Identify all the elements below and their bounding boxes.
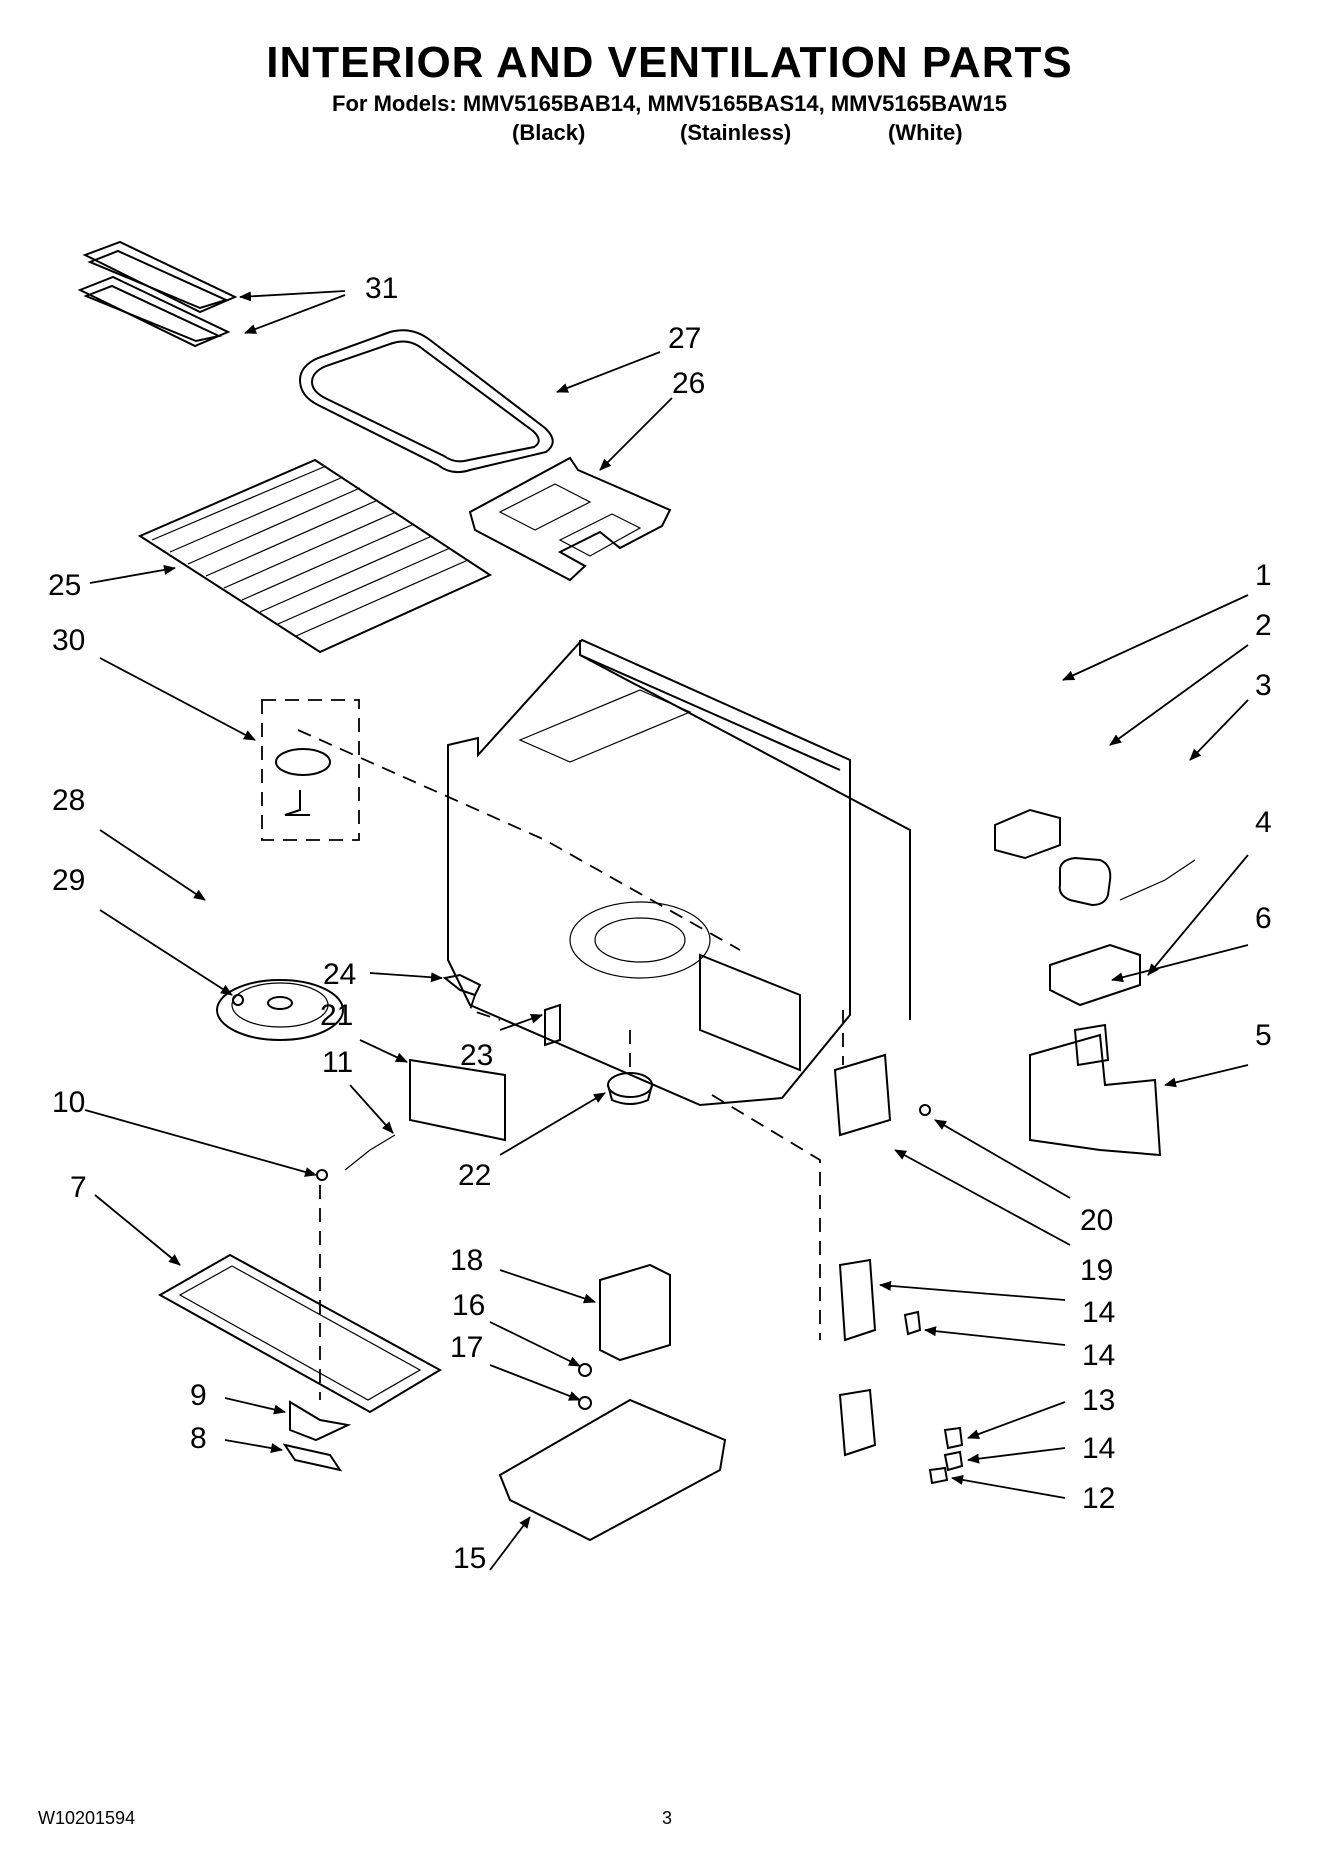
align-line-15 [711, 1094, 821, 1340]
part-16-base-plate [498, 1398, 727, 1542]
callout-12: 12 [1082, 1482, 1115, 1515]
callout-27: 26 [672, 367, 705, 400]
callout-17: 16 [452, 1289, 485, 1322]
callout-16: 15 [453, 1542, 486, 1575]
callout-10: 10 [52, 1086, 85, 1119]
models-line: For Models: MMV5165BAB14, MMV5165BAS14, … [332, 91, 1007, 116]
part-17 [578, 1363, 592, 1377]
part-5 [1029, 1033, 1162, 1157]
callout-23: 22 [458, 1159, 491, 1192]
part-10 [316, 1169, 328, 1181]
callout-25: 24 [323, 958, 356, 991]
part-20-magnetron [833, 1053, 892, 1137]
part-14-switch-lower [943, 1450, 964, 1472]
callout-32: 31 [365, 272, 398, 305]
callout-30: 29 [52, 864, 85, 897]
callout-4: 4 [1255, 806, 1272, 839]
callout-19: 18 [450, 1244, 483, 1277]
callout-9: 9 [190, 1379, 207, 1412]
part-26-rack [137, 458, 493, 654]
callout-20: 19 [1080, 1254, 1113, 1287]
part-32-filters [77, 240, 238, 348]
callout-22: 21 [320, 999, 353, 1032]
part-7-vent-panel [157, 1253, 443, 1414]
callout-15: 14 [1082, 1296, 1115, 1329]
part-12-switch [928, 1466, 949, 1485]
callout-26: 25 [48, 569, 81, 602]
part-9 [289, 1400, 352, 1442]
part-18 [578, 1396, 592, 1410]
main-cavity [447, 638, 911, 1107]
callout-28: 27 [668, 322, 701, 355]
part-11-wire [344, 1134, 396, 1171]
callout-5: 5 [1255, 1019, 1272, 1052]
page-title: INTERIOR AND VENTILATION PARTS [266, 38, 1073, 87]
callout-6: 6 [1255, 902, 1272, 935]
part-29-stirrer [216, 979, 344, 1041]
callout-7: 7 [70, 1171, 87, 1204]
leader-lines [84, 290, 1249, 1571]
part-30-screw [232, 994, 244, 1006]
part-3 [1119, 859, 1196, 901]
part-13-group [838, 1388, 877, 1457]
callout-21: 20 [1080, 1204, 1113, 1237]
part-21 [919, 1104, 931, 1116]
part-8 [282, 1443, 343, 1472]
doc-number: W10201594 [38, 1808, 136, 1828]
callout-numbers: 31 27 26 25 30 28 29 24 21 11 10 23 22 7… [48, 272, 1272, 1575]
callout-3: 3 [1255, 669, 1272, 702]
part-14-switch-upper [903, 1310, 922, 1336]
callout-11: 11 [322, 1046, 353, 1079]
part-22 [409, 1058, 506, 1142]
callout-31: 30 [52, 624, 85, 657]
callout-2: 2 [1255, 609, 1272, 642]
callout-29: 28 [52, 784, 85, 817]
callout-18: 17 [450, 1331, 483, 1364]
part-25 [442, 973, 482, 997]
callout-13: 13 [1082, 1384, 1115, 1417]
align-line-25 [468, 994, 501, 1021]
callout-14-lower: 14 [1082, 1432, 1115, 1465]
part-27-bracket [468, 456, 672, 582]
part-6 [1073, 1023, 1110, 1067]
variant-stainless: (Stainless) [680, 120, 792, 145]
part-2-capacitor [1058, 856, 1112, 907]
part-23-motor [607, 1072, 653, 1105]
part-19-transformer [599, 1263, 671, 1362]
variant-white: (White) [888, 120, 963, 145]
page-number: 3 [662, 1808, 673, 1828]
align-line-31 [297, 729, 741, 951]
part-31-coupler-kit [261, 699, 360, 841]
part-4 [1049, 943, 1141, 1007]
part-24 [544, 1003, 561, 1047]
part-28-gasket [298, 329, 554, 474]
callout-1: 1 [1255, 559, 1272, 592]
callout-8: 8 [190, 1422, 207, 1455]
callout-14-upper: 14 [1082, 1339, 1115, 1372]
variant-black: (Black) [512, 120, 586, 145]
part-1 [994, 808, 1061, 860]
part-13-switch [943, 1426, 964, 1450]
callout-24: 23 [460, 1039, 493, 1072]
part-15-interlock [838, 1258, 877, 1342]
